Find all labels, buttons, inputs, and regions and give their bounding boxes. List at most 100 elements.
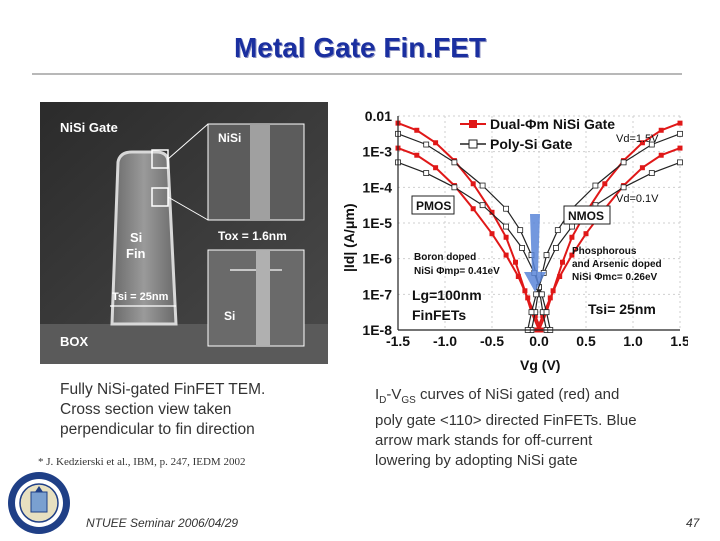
data-point-nisi: [503, 234, 509, 240]
data-point-poly: [528, 309, 535, 316]
data-point-nisi: [433, 140, 439, 146]
caption-right-line: poly gate <110> directed FinFETs. Blue: [375, 412, 637, 429]
data-point-poly: [423, 170, 430, 176]
data-point-poly: [620, 184, 627, 191]
label-finfets: FinFETs: [412, 307, 466, 323]
data-point-nisi: [489, 209, 495, 215]
data-point-nisi: [677, 145, 683, 151]
y-tick-label: 0.01: [365, 108, 392, 124]
title-divider: [32, 73, 682, 75]
caption-right-line: arrow mark stands for off-current: [375, 432, 593, 449]
legend-label-red: Dual-Φm NiSi Gate: [490, 116, 615, 132]
caption-right-line: lowering by adopting NiSi gate: [375, 452, 578, 469]
data-point-nisi: [560, 259, 565, 265]
x-tick-label: 1.5: [670, 333, 688, 349]
label-lg: Lg=100nm: [412, 287, 482, 303]
x-tick-label: -0.5: [480, 333, 504, 349]
caption-right: ID-VGS curves of NiSi gated (red) and po…: [375, 385, 685, 471]
inset-label-tox: Tox = 1.6nm: [218, 229, 287, 243]
data-point-poly: [451, 184, 458, 191]
reference-note: * J. Kedzierski et al., IBM, p. 247, IED…: [38, 456, 246, 468]
data-point-poly: [451, 159, 458, 166]
data-point-nisi: [569, 252, 575, 258]
y-axis-label: |Id| (A/μm): [341, 203, 357, 272]
data-point-nisi: [547, 295, 553, 301]
data-point-poly: [479, 202, 486, 209]
tem-label-box: BOX: [60, 334, 89, 349]
tem-label-tsi: Tsi = 25nm: [112, 291, 169, 303]
legend-marker-black: [468, 139, 478, 149]
tem-label-gate: NiSi Gate: [60, 120, 118, 135]
data-point-nisi: [470, 181, 476, 187]
data-point-poly: [677, 159, 683, 166]
data-point-nisi: [414, 152, 420, 158]
series-line-poly: [397, 161, 551, 331]
caption-text: -V: [386, 386, 402, 403]
data-point-nisi: [639, 165, 645, 171]
y-tick-label: 1E-5: [362, 215, 392, 231]
data-point-nisi: [557, 274, 563, 279]
inset-label-nisi: NiSi: [218, 131, 241, 145]
inset-label-si: Si: [224, 309, 235, 323]
data-point-nisi: [639, 140, 645, 146]
data-point-nisi: [532, 313, 538, 319]
data-point-poly: [479, 182, 486, 189]
data-point-nisi: [414, 127, 420, 133]
y-tick-label: 1E-4: [362, 179, 392, 195]
y-tick-label: 1E-7: [362, 286, 392, 302]
data-point-poly: [568, 223, 575, 230]
data-point-poly: [423, 141, 430, 148]
data-point-nisi: [583, 231, 589, 237]
series-line-poly: [527, 161, 681, 331]
x-tick-label: -1.0: [433, 333, 457, 349]
data-point-poly: [519, 245, 525, 251]
data-point-nisi: [515, 274, 521, 279]
x-axis-label: Vg (V): [520, 357, 560, 373]
data-point-poly: [533, 291, 540, 298]
data-point-nisi: [540, 313, 546, 319]
label-vd-low: Vd=0.1V: [616, 193, 659, 205]
data-point-nisi: [489, 231, 495, 237]
data-point-poly: [648, 141, 655, 148]
label-phos-1: Phosphorous: [572, 246, 637, 257]
data-point-poly: [503, 205, 510, 212]
data-point-poly: [592, 182, 599, 189]
nmos-box: [563, 205, 611, 225]
caption-left: Fully NiSi-gated FinFET TEM. Cross secti…: [60, 380, 350, 440]
data-point-nisi: [677, 120, 683, 126]
caption-right-line: ID-VGS curves of NiSi gated (red) and: [375, 385, 685, 411]
caption-left-line: Fully NiSi-gated FinFET TEM.: [60, 381, 266, 398]
x-tick-label: 1.0: [623, 333, 643, 349]
data-point-nisi: [658, 152, 664, 158]
data-point-poly: [553, 245, 559, 251]
data-point-poly: [620, 159, 627, 166]
data-point-nisi: [503, 252, 509, 258]
label-phos-3: NiSi Φmc= 0.26eV: [572, 272, 658, 283]
legend: Dual-Φm NiSi Gate Poly-Si Gate: [460, 116, 615, 152]
legend-marker-red: [469, 120, 477, 128]
data-point-nisi: [569, 234, 575, 240]
slide-title: Metal Gate Fin.FET: [233, 32, 487, 63]
label-tsi: Tsi= 25nm: [588, 301, 656, 317]
data-point-poly: [543, 252, 550, 259]
caption-text: curves of NiSi gated (red) and: [415, 386, 620, 403]
x-tick-label: -1.5: [386, 333, 410, 349]
caption-subscript: GS: [401, 395, 416, 406]
caption-left-line: perpendicular to fin direction: [60, 421, 255, 438]
label-vd-high: Vd=1.5V: [616, 133, 659, 145]
tem-label-si: Si: [130, 230, 142, 245]
caption-text: I: [375, 386, 380, 403]
tem-image: NiSi Gate Si Fin Tsi = 25nm BOX NiSi Tox…: [40, 102, 328, 364]
pmos-box: [411, 195, 455, 215]
y-tick-label: 1E-8: [362, 322, 392, 338]
x-tick-label: 0.0: [529, 333, 549, 349]
x-tick-label: 0.5: [576, 333, 596, 349]
data-point-poly: [538, 291, 545, 298]
data-point-nisi: [525, 295, 531, 301]
caption-left-line: Cross section view taken: [60, 401, 232, 418]
page-number: 47: [686, 516, 700, 530]
data-point-poly: [677, 130, 683, 137]
university-seal-logo: [6, 470, 72, 536]
caption-subscript: D: [379, 395, 387, 406]
label-boron-1: Boron doped: [414, 252, 476, 263]
